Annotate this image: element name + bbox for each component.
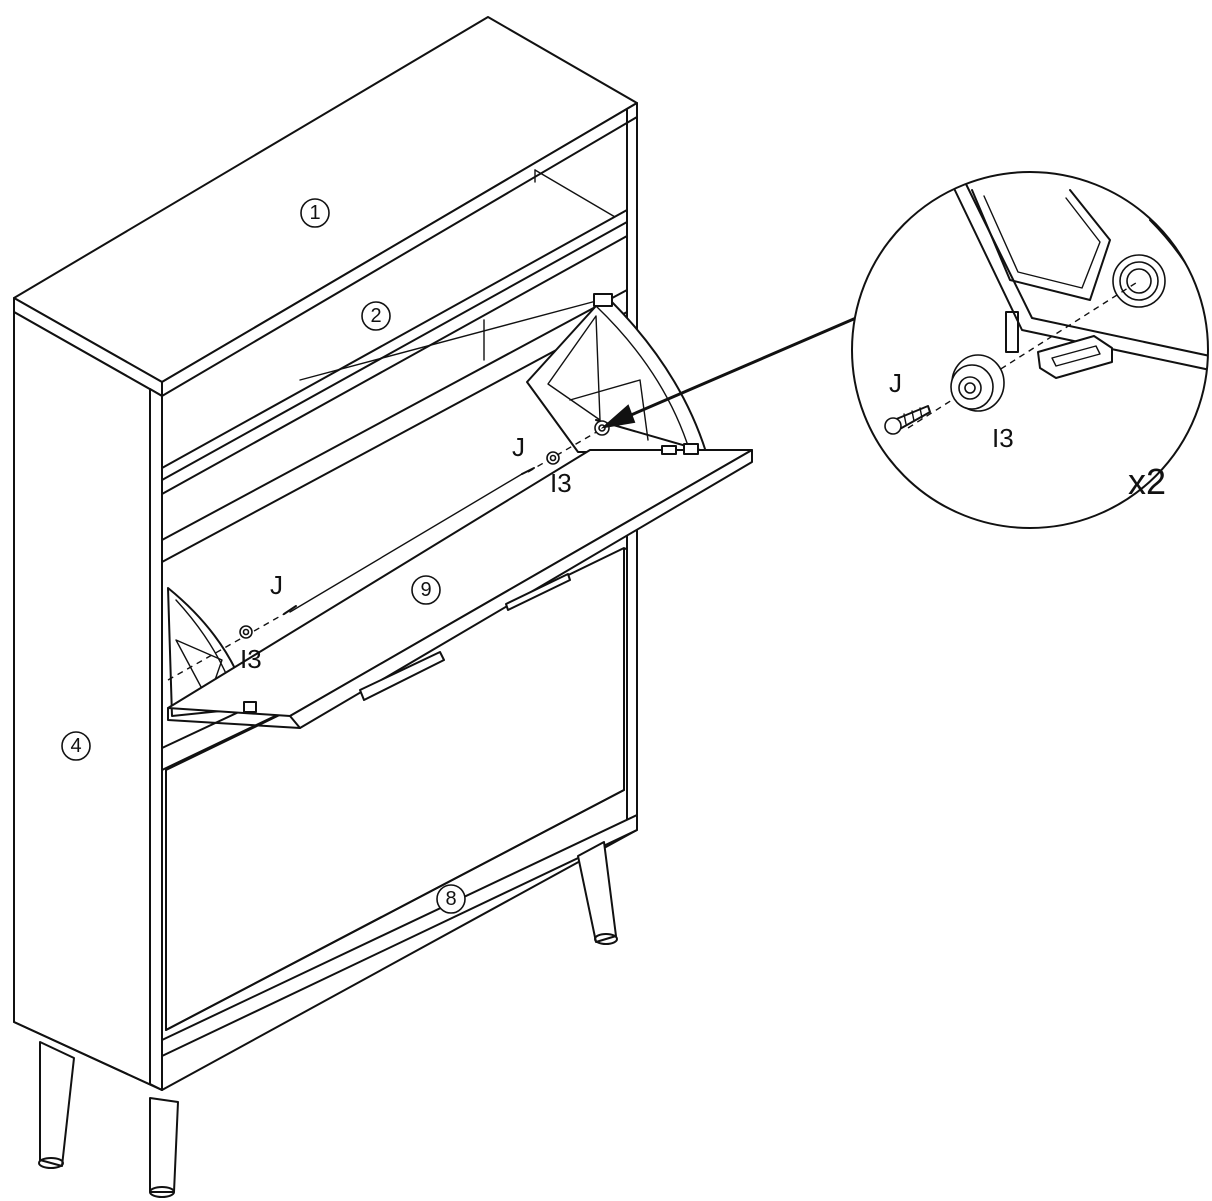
side-panel-front-edge [149, 388, 163, 1091]
leg-front-center [149, 1097, 179, 1193]
bumper-label-left: I3 [240, 644, 262, 674]
arrow-shaft [622, 316, 858, 420]
part-callouts: 1 2 4 9 8 [61, 198, 466, 914]
cabinet [13, 16, 638, 1198]
top-panel [13, 16, 638, 383]
hardware-right: J I3 [512, 420, 610, 498]
detail-screw-head [884, 417, 902, 435]
detail-axis [907, 280, 1140, 429]
assembly-line-across [289, 473, 523, 613]
upper-compartment-back [299, 299, 601, 381]
callout-9: 9 [420, 579, 431, 601]
hinge-bracket-right [526, 299, 707, 453]
insertion-line-left [167, 613, 285, 681]
bumper-i3-left-core [242, 628, 250, 636]
bumper-label-right: I3 [550, 468, 572, 498]
hardware-left: J I3 [167, 473, 523, 681]
base-bottom [13, 829, 638, 1091]
callout-2-circle [361, 301, 391, 331]
middle-shelf [161, 289, 628, 563]
hinge-clip-left [243, 701, 257, 713]
detail-screw-thread [903, 407, 923, 425]
hinge-bracket-right-web [547, 315, 649, 441]
flip-door-assembly [167, 293, 753, 729]
side-panel [13, 311, 163, 1091]
detail-bracket-edge [949, 179, 1208, 371]
bumper-i3-right-core [549, 454, 557, 462]
leg-front-left [39, 1041, 75, 1167]
leg-front-right [577, 841, 617, 943]
door-handle-back [505, 573, 571, 611]
hinge-clip-right-1 [661, 445, 677, 455]
callout-1: 1 [309, 202, 320, 224]
callout-4-circle [61, 731, 91, 761]
screw-j-left [283, 605, 297, 615]
detail-bumper-label: I3 [992, 423, 1014, 453]
hinge-bracket-right-arc [595, 305, 691, 453]
detail-screw-label: J [889, 368, 902, 398]
leg-front-right-foot [594, 933, 618, 945]
callout-4: 4 [70, 735, 81, 757]
flip-door-edge [289, 449, 753, 729]
callout-1-circle [300, 198, 330, 228]
arrow-head [600, 404, 636, 429]
open-compartment-back [534, 169, 628, 225]
detail-bumper-bore-inner [964, 382, 976, 394]
detail-quantity: x2 [1128, 461, 1166, 502]
upper-shelf-face [161, 221, 628, 481]
detail-mount-hole-inner [1126, 268, 1152, 294]
detail-clip-tab-slot [1051, 345, 1101, 367]
leg-front-left-foot [38, 1157, 64, 1169]
detail-clip-tab-post [1005, 311, 1019, 353]
callout-8: 8 [445, 888, 456, 910]
door-handle-front [359, 651, 445, 701]
screw-j-right [521, 467, 535, 475]
insertion-line-right [527, 429, 601, 473]
leg-front-center-foot [149, 1186, 175, 1198]
screw-label-right: J [512, 432, 525, 462]
hinge-clip-right-2 [683, 443, 699, 455]
bottom-rail-face [165, 789, 625, 1031]
hinge-tab-right [593, 293, 613, 307]
callout-2: 2 [370, 305, 381, 327]
screw-label-left: J [270, 570, 283, 600]
detail-bracket-cutout-2 [983, 195, 1101, 289]
detail-view: J I3 x2 [851, 171, 1209, 529]
detail-arrow [600, 316, 858, 429]
detail-bracket-cutout [971, 189, 1111, 301]
callout-8-circle [436, 884, 466, 914]
flip-door-bottom-edge [167, 707, 301, 729]
callout-9-circle [411, 575, 441, 605]
